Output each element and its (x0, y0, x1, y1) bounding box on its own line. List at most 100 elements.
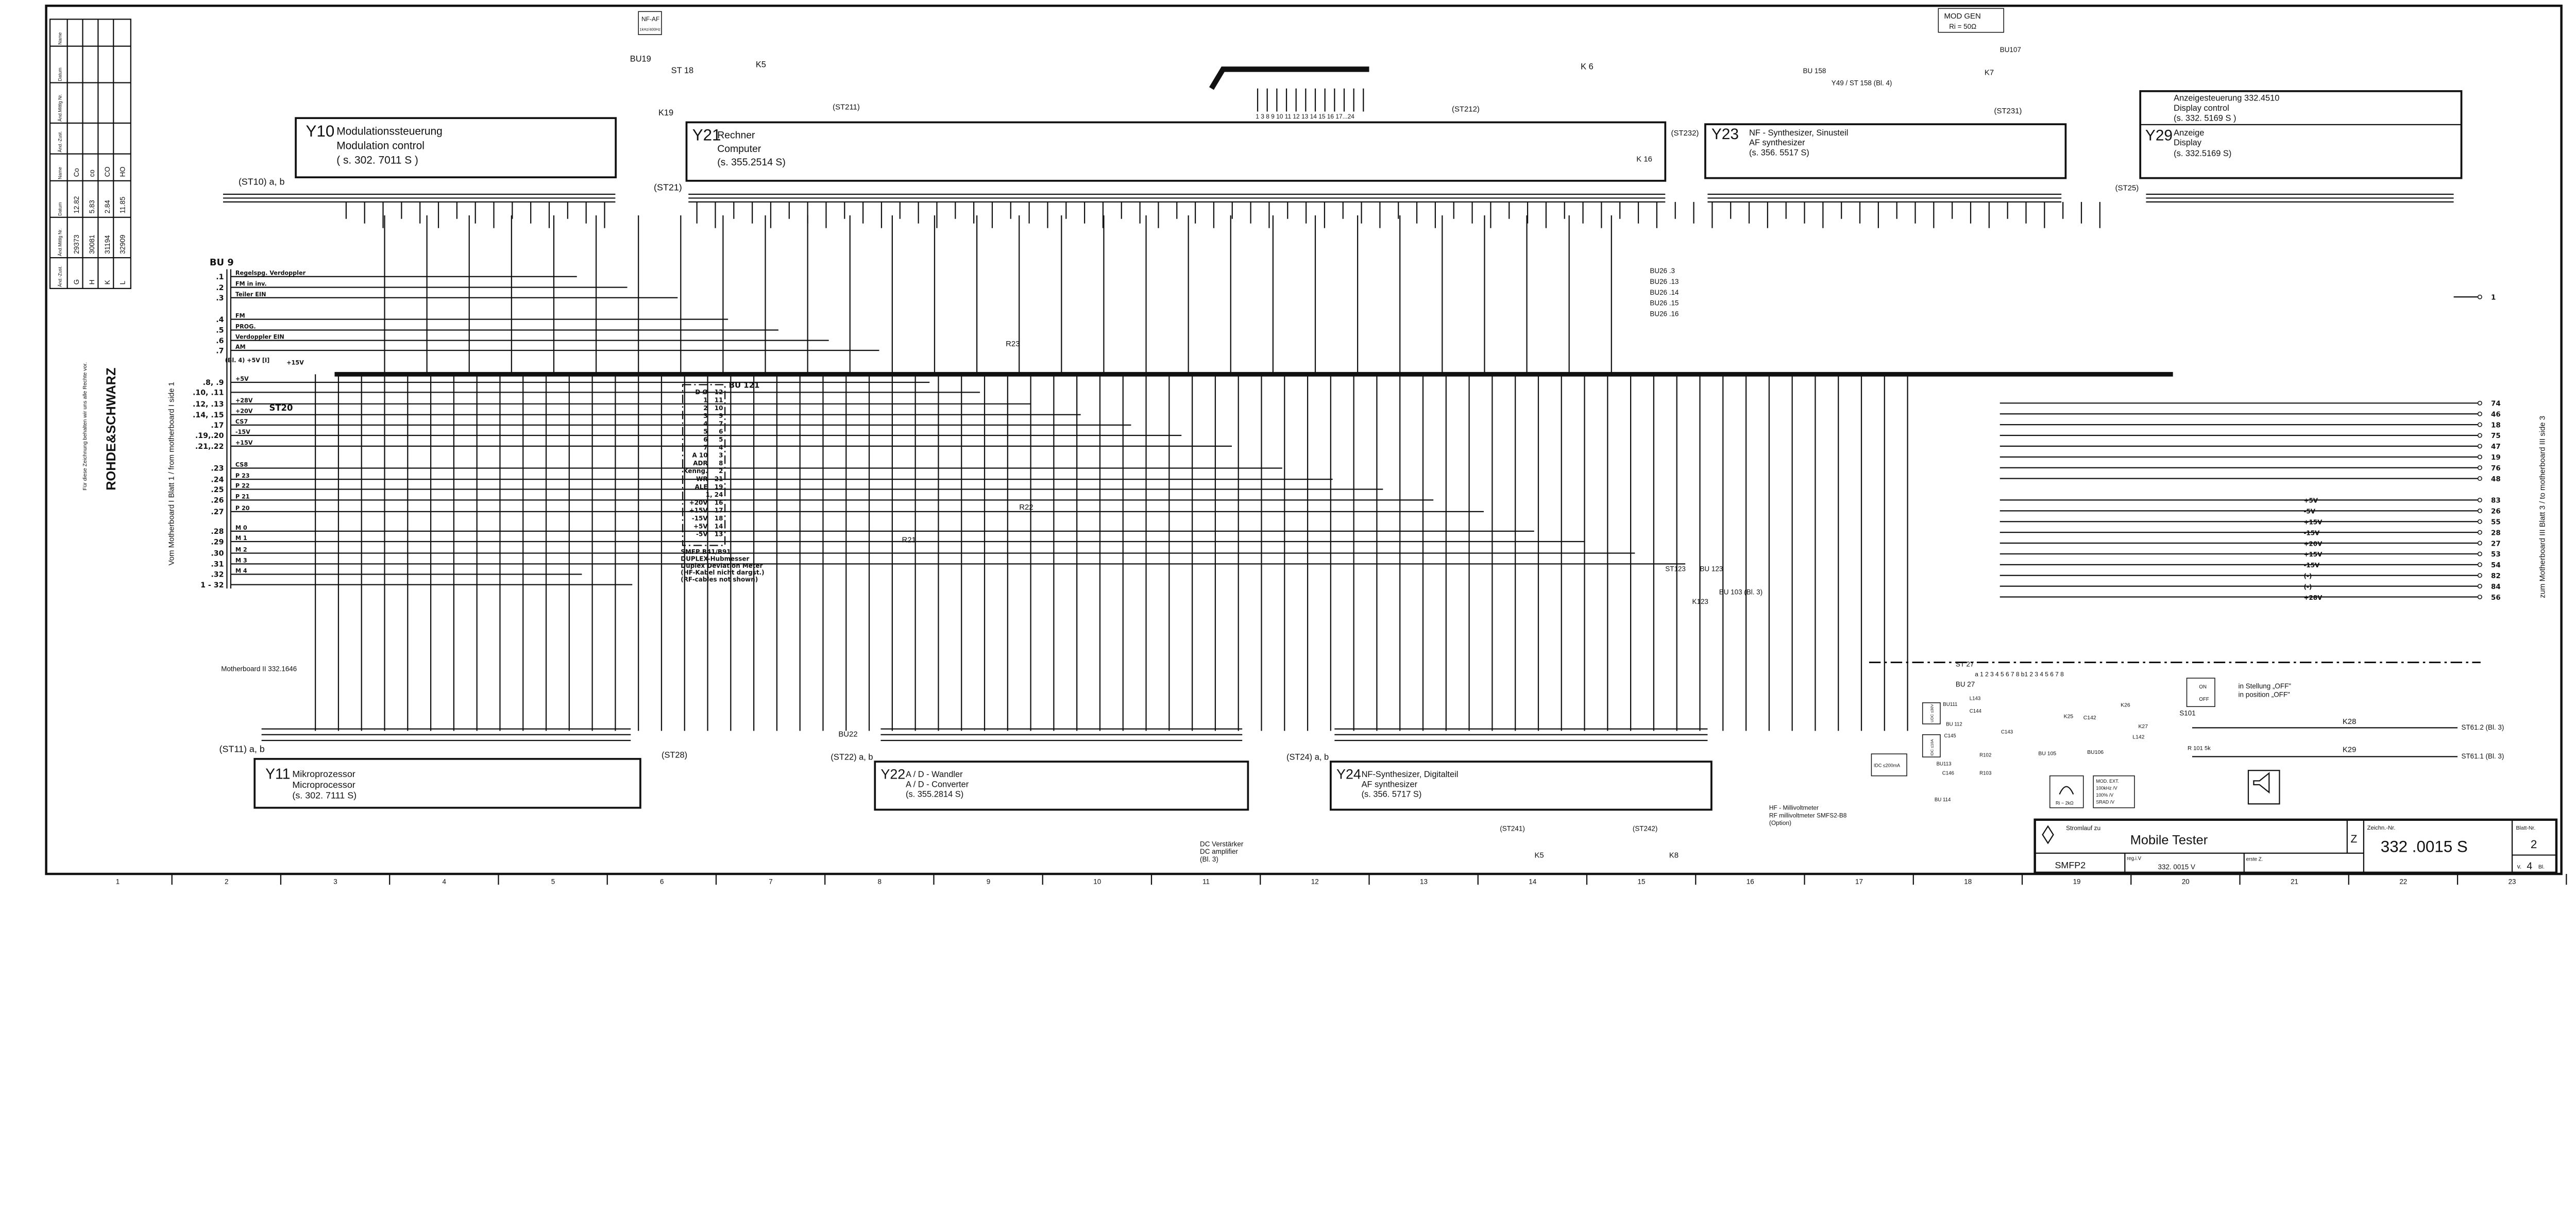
signal-name: +5V (235, 376, 249, 382)
module-name-en: Microprocessor (292, 780, 355, 790)
module-name-en: AF synthesizer (1362, 780, 1418, 789)
bu112-label: BU 112 (1946, 722, 1962, 728)
signal-name: 3 (703, 412, 707, 419)
supply-label: -15V (2303, 529, 2320, 536)
signal-name: -5V (696, 531, 708, 538)
signal-name: A 10 (692, 452, 708, 459)
sheet-of-suffix: Bl. (2538, 865, 2545, 870)
ribbon-cable-arrow (1209, 66, 1369, 90)
grid-number: 13 (1420, 878, 1428, 885)
pin-number: 47 (2491, 443, 2501, 451)
c142-label: C142 (2083, 715, 2096, 721)
st123-label: ST123 (1665, 565, 1686, 573)
grid-number: 22 (2399, 878, 2407, 885)
grid-number: 10 (1093, 878, 1101, 885)
right-pins: 1744618754719764883265528275354828456+5V… (2303, 294, 2500, 602)
revision-cell: 32909 (119, 234, 127, 254)
pin-number: .27 (211, 508, 224, 516)
mod-ext-label: MOD. EXT. (2096, 779, 2119, 784)
udc-label: UDC ≤30V (1930, 704, 1935, 722)
terminal-icon (2477, 530, 2482, 535)
c145-label: C145 (1944, 733, 1956, 739)
bu106-label: BU106 (2087, 750, 2104, 755)
bu121-note: SMFP B41/B91 (681, 548, 731, 555)
revision-cell: 31194 (104, 235, 111, 254)
sheet-total: 4 (2527, 861, 2532, 872)
terminal-icon (2477, 497, 2482, 502)
module-id: Y22 (880, 767, 905, 782)
module-y23: Y23 NF - Synthesizer, Sinusteil AF synth… (1671, 123, 2067, 179)
motherboard-i-label: Vom Motherboard I Blatt 1 / from motherb… (167, 382, 176, 565)
revision-cell: 2.84 (104, 200, 111, 214)
grid-number: 4 (442, 878, 446, 885)
z-label: Z (2351, 833, 2358, 845)
pin-number: 5 (719, 436, 723, 443)
connector-label: (ST232) (1671, 129, 1699, 138)
module-ref: (s. 332.5169 S) (2174, 149, 2231, 158)
signal-name: 5 (703, 428, 707, 435)
module-id: Y23 (1711, 126, 1739, 143)
module-y22: Y22 A / D - Wandler A / D - Converter (s… (831, 752, 1249, 811)
revision-cell: Co (73, 168, 80, 177)
pin-number: .5 (216, 327, 224, 335)
bu19-label: BU19 (630, 54, 651, 63)
pin-number: 75 (2491, 432, 2501, 440)
module-y10: Y10 Modulationssteuerung Modulation cont… (239, 117, 617, 187)
pin-number: .30 (211, 550, 224, 558)
control-name-de: Anzeigesteuerung 332.4510 (2174, 94, 2279, 103)
revision-cell: L (119, 280, 127, 284)
bu26-label: BU26 .14 (1650, 289, 1679, 296)
pin-number: 26 (2491, 508, 2501, 516)
c144-label: C144 (1970, 709, 1982, 714)
off-note: in position „OFF" (2239, 691, 2290, 699)
module-y24: Y24 NF-Synthesizer, Digitalteil AF synth… (1286, 752, 1713, 811)
rs-logo-icon (2042, 825, 2054, 845)
bu121-note: (HF-Kabel nicht dargst.) (681, 569, 764, 576)
pin-number: 3 (719, 452, 723, 459)
supply-label: +15V (2303, 551, 2323, 558)
signal-name: CS7 (235, 418, 248, 425)
terminal-icon (2477, 294, 2482, 299)
motherboard-iii-label: zum Motherboard III Blatt 3 / to motherb… (2538, 416, 2547, 598)
bl4-supply-label: (Bl. 4) +5V [I] (225, 357, 270, 364)
pin-number: 6 (719, 428, 723, 435)
reg-label: reg.i.V (2127, 856, 2142, 862)
bu103-label: BU 103 (Bl. 3) (1719, 588, 1762, 596)
drawing-element (685, 121, 1667, 182)
nf-af-sub: 1kHz/400Hz (639, 27, 660, 32)
motherboard-iii-label-group: zum Motherboard III Blatt 3 / to motherb… (2538, 416, 2547, 598)
st28-label: (ST28) (662, 751, 687, 760)
headphones-icon (2059, 786, 2074, 795)
bu113-label: BU113 (1937, 762, 1952, 767)
dc-amp-label: DC amplifier (1200, 848, 1238, 855)
signal-name: +5V (693, 522, 708, 530)
k123-label: K123 (1692, 598, 1708, 605)
signal-name: AM (235, 344, 246, 350)
revision-header: Datum (57, 68, 62, 81)
pin-number: 12 (715, 389, 723, 396)
connector-label: (ST24) a, b (1286, 752, 1329, 762)
pin-number: 28 (2491, 529, 2501, 537)
terminal-icon (2477, 422, 2482, 427)
dc-amp-label: DC Verstärker (1200, 840, 1244, 848)
k5-label: K5 (756, 60, 766, 70)
grid-number: 2 (225, 878, 228, 885)
terminal-icon (2477, 465, 2482, 470)
terminal-icon (2477, 595, 2482, 600)
module-name-de: NF - Synthesizer, Sinusteil (1749, 128, 1848, 138)
revision-header: Änd.Mittlg Nr. (57, 229, 62, 257)
signal-name: +15V (235, 440, 253, 446)
off-note: in Stellung „OFF" (2239, 682, 2292, 690)
pin-number: 27 (2491, 540, 2501, 548)
connector-label: (ST10) a, b (239, 176, 285, 187)
pin-number: 11 (715, 396, 723, 403)
terminal-icon (2477, 508, 2482, 513)
mod-gen-sub: Ri = 50Ω (1949, 23, 1976, 30)
s101-label: S101 (2179, 709, 2195, 717)
revision-cell: 12.82 (73, 196, 80, 214)
grid-number: 3 (333, 878, 337, 885)
revision-cell: 11.85 (119, 197, 127, 214)
bu26-label: BU26 .15 (1650, 299, 1679, 307)
